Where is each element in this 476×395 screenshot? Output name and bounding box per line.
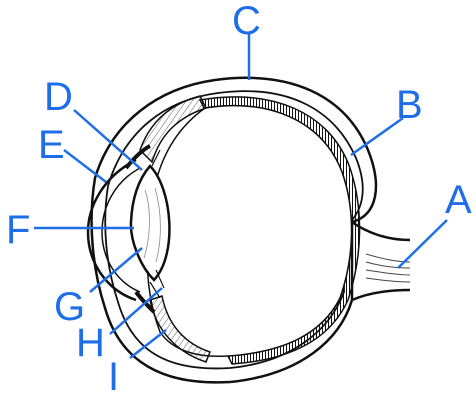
- leader-line-a: [398, 220, 447, 268]
- label-b: B: [396, 83, 423, 127]
- label-h: H: [76, 321, 105, 365]
- label-i: I: [108, 355, 119, 390]
- optic-nerve: [352, 222, 410, 300]
- label-d: D: [44, 75, 73, 119]
- label-c: C: [232, 0, 261, 43]
- vitreous-body: [147, 106, 351, 357]
- label-e: E: [38, 123, 65, 167]
- label-f: F: [6, 208, 30, 252]
- label-a: A: [445, 178, 472, 222]
